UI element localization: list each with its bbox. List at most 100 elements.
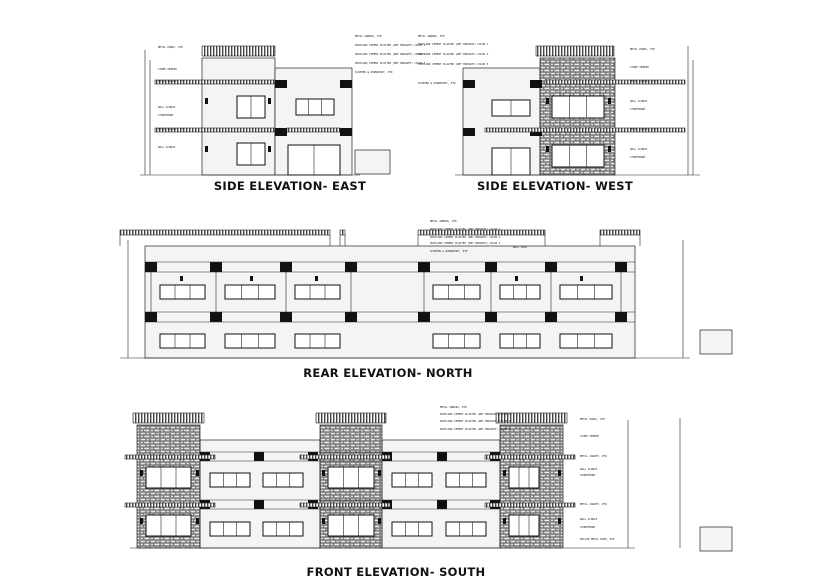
storefront-window (262, 472, 304, 488)
north-scupper-block (615, 312, 627, 322)
north-scupper-block (280, 262, 292, 272)
north-metal-awning (599, 229, 641, 236)
title-side-west: SIDE ELEVATION- WEST (477, 179, 633, 193)
east-scupper-block (340, 128, 352, 136)
west-metal-canopy (484, 127, 686, 133)
north-metal-awning (339, 229, 346, 236)
callout-note: SCUPPER & DOWNSPOUT, PTD (418, 81, 456, 85)
callout-note: PORTLAND CEMENT PLASTER (WET BROUGHT) CO… (440, 412, 511, 416)
south-metal-panel (495, 412, 568, 424)
storefront-window (391, 472, 433, 488)
north-scupper-block (210, 312, 222, 322)
callout-note: METAL AWNING, PTD (418, 34, 445, 38)
wall-pack-icon (580, 276, 583, 281)
north-scupper-block (418, 312, 430, 322)
callout-note: STOREFRONT (158, 113, 174, 117)
storefront-window (159, 333, 206, 349)
wall-sconce-icon (322, 470, 325, 476)
title-front-south: FRONT ELEVATION- SOUTH (307, 565, 486, 579)
callout-note: METAL AWNING, PTD (430, 219, 457, 223)
west-scupper-block (463, 80, 475, 88)
wall-sconce-icon (503, 470, 506, 476)
storefront-window (445, 472, 487, 488)
north-scupper-block (545, 312, 557, 322)
north-scupper-block (615, 262, 627, 272)
callout-note: PORTLAND CEMENT PLASTER (WET BROUGHT) CO… (430, 235, 501, 239)
callout-note: STONE VENEER (580, 434, 599, 438)
callout-note: STOREFRONT (580, 525, 596, 529)
north-scupper-block (210, 262, 222, 272)
wall-sconce-icon (608, 146, 611, 152)
wall-sconce-icon (268, 146, 271, 152)
callout-note: WALL PACK (513, 245, 527, 249)
wall-sconce-icon (503, 518, 506, 524)
north-scupper-block (418, 262, 430, 272)
callout-note: STOREFRONT (630, 107, 646, 111)
south-metal-canopy (124, 454, 216, 460)
wall-pack-icon (180, 276, 183, 281)
callout-note: PORTLAND CEMENT PLASTER (WET BROUGHT) CO… (430, 227, 501, 231)
storefront-window (209, 472, 251, 488)
storefront-window (295, 98, 335, 116)
wall-sconce-icon (196, 518, 199, 524)
callout-note: PORTLAND CEMENT PLASTER (WET BROUGHT) CO… (355, 61, 426, 65)
storefront-window (432, 284, 481, 300)
south-metal-canopy (299, 502, 391, 508)
storefront-window (391, 521, 433, 537)
wall-pack-icon (455, 276, 458, 281)
wall-sconce-icon (205, 146, 208, 152)
callout-note: SCUPPER & DOWNSPOUT, PTD (430, 249, 468, 253)
storefront-window (327, 514, 375, 537)
south-area-schedule (699, 526, 733, 552)
wall-sconce-icon (196, 470, 199, 476)
south-metal-canopy (124, 502, 216, 508)
north-scupper-block (485, 262, 497, 272)
north-scupper-block (485, 312, 497, 322)
callout-note: PORTLAND CEMENT PLASTER (WET BROUGHT) CO… (430, 241, 501, 245)
south-metal-panel (315, 412, 387, 424)
storefront-window (551, 95, 605, 119)
callout-note: PORTLAND CEMENT PLASTER (WET BROUGHT) CO… (440, 419, 511, 423)
storefront-window (559, 333, 613, 349)
storefront-window (508, 514, 540, 537)
callout-note: WALL SCONCE (580, 517, 598, 521)
north-scupper-block (345, 262, 357, 272)
callout-note: STONE VENEER (158, 67, 177, 71)
storefront-window (551, 144, 605, 168)
wall-sconce-icon (608, 98, 611, 104)
storefront-window (145, 466, 192, 489)
storefront-window (224, 333, 276, 349)
storefront-window (262, 521, 304, 537)
callout-note: WALL SCONCE (158, 105, 176, 109)
north-metal-awning (119, 229, 331, 236)
wall-sconce-icon (378, 518, 381, 524)
title-rear-north: REAR ELEVATION- NORTH (303, 366, 472, 380)
callout-note: PORTLAND CEMENT PLASTER (WET BROUGHT) CO… (355, 43, 426, 47)
callout-note: PORTLAND CEMENT PLASTER (WET BROUGHT) CO… (418, 42, 489, 46)
wall-pack-icon (250, 276, 253, 281)
east-scupper-block (275, 128, 287, 136)
callout-note: METAL PANEL, PTD (158, 45, 183, 49)
storefront-window (294, 333, 341, 349)
callout-note: METAL PANEL, PTD (630, 47, 655, 51)
callout-note: WALL SCONCE (630, 99, 648, 103)
callout-note: STOREFRONT (580, 473, 596, 477)
callout-note: PORTLAND CEMENT PLASTER (WET BROUGHT) CO… (440, 427, 511, 431)
east-scupper-block (275, 80, 287, 88)
north-scupper-block (345, 312, 357, 322)
south-metal-canopy (484, 454, 576, 460)
callout-note: WALL SCONCE (630, 147, 648, 151)
west-metal-panel (535, 45, 615, 57)
callout-note: METAL CANOPY, PTD (630, 79, 657, 83)
callout-note: METAL CANOPY, PTD (580, 454, 607, 458)
storefront-window (145, 514, 192, 537)
callout-note: METAL AWNING, PTD (440, 405, 467, 409)
callout-note: METAL CANOPY, PTD (158, 127, 185, 131)
wall-sconce-icon (546, 146, 549, 152)
east-canopy (286, 127, 341, 133)
storefront-window (159, 284, 206, 300)
storefront-window (224, 284, 276, 300)
wall-pack-icon (315, 276, 318, 281)
callout-note: STOREFRONT (630, 155, 646, 159)
